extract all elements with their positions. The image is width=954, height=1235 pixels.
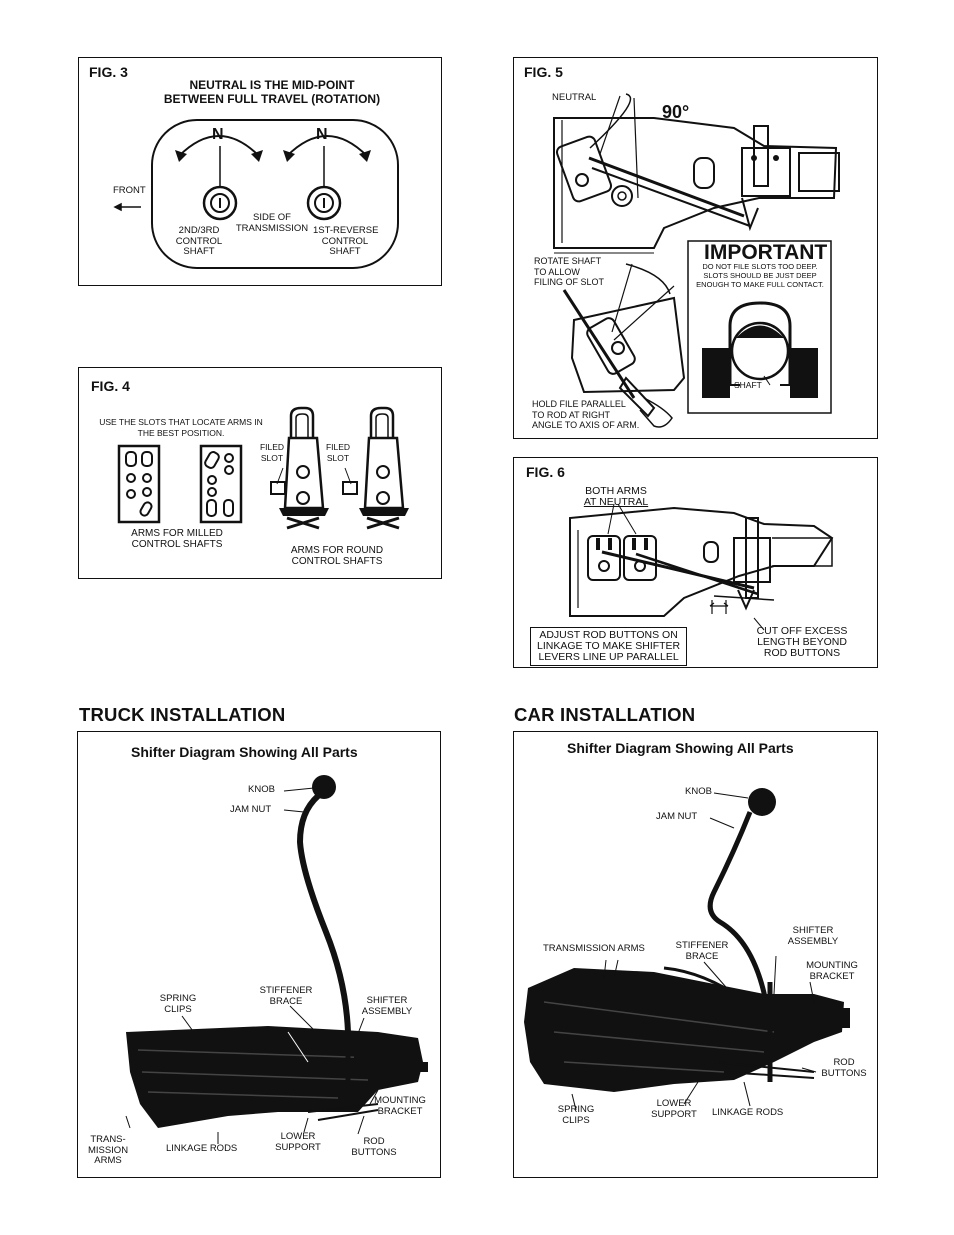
car-linkage-rods-label: LINKAGE RODS <box>712 1107 784 1118</box>
adjust-rod-buttons-note: ADJUST ROD BUTTONS ON LINKAGE TO MAKE SH… <box>530 627 688 666</box>
car-installation-heading: CAR INSTALLATION <box>514 704 696 725</box>
car-jam-nut-label: JAM NUT <box>656 811 698 822</box>
car-subtitle: Shifter Diagram Showing All Parts <box>567 740 794 756</box>
front-label: FRONT <box>113 185 146 196</box>
transmission-side-outline <box>151 119 399 269</box>
important-heading: IMPORTANT <box>704 241 828 264</box>
truck-knob <box>312 775 336 799</box>
milled-arm-1 <box>117 444 161 524</box>
car-transmission <box>524 968 844 1092</box>
filed-slot-label-2: FILED SLOT <box>325 442 351 463</box>
truck-shifter-assembly-label: SHIFTER ASSEMBLY <box>361 995 413 1017</box>
truck-transmission-arms-label: TRANS- MISSION ARMS <box>87 1134 129 1166</box>
cut-off-excess-label: CUT OFF EXCESS LENGTH BEYOND ROD BUTTONS <box>756 625 848 659</box>
n-mark-left: N <box>212 126 224 143</box>
arrow-left-icon <box>113 202 141 212</box>
truck-linkage-rods-label: LINKAGE RODS <box>166 1143 238 1154</box>
fig3-drawing <box>113 119 399 269</box>
truck-knob-label: KNOB <box>248 784 275 795</box>
shaft-1st-reverse-label: 1ST-REVERSE CONTROL SHAFT <box>313 225 379 257</box>
car-knob <box>748 788 776 816</box>
hold-file-label: HOLD FILE PARALLEL TO ROD AT RIGHT ANGLE… <box>532 399 640 430</box>
n-mark-right: N <box>316 126 328 143</box>
fig6-panel: FIG. 6 BOTH ARMS AT NEUTRAL ADJUST ROD B… <box>513 457 878 668</box>
car-lower-support-label: LOWER SUPPORT <box>651 1098 697 1120</box>
car-spring-clips-label: SPRING CLIPS <box>557 1104 595 1126</box>
fig4-note: USE THE SLOTS THAT LOCATE ARMS IN THE BE… <box>99 417 263 438</box>
round-arm-1 <box>289 406 315 438</box>
truck-installation-heading: TRUCK INSTALLATION <box>79 704 286 725</box>
truck-spring-clips-label: SPRING CLIPS <box>159 993 197 1015</box>
fig3-heading: NEUTRAL IS THE MID-POINT BETWEEN FULL TR… <box>163 78 381 106</box>
car-mounting-bracket-label: MOUNTING BRACKET <box>806 960 858 982</box>
truck-lower-support-label: LOWER SUPPORT <box>275 1131 321 1153</box>
milled-arm-2 <box>199 444 243 524</box>
car-shifter-assembly-label: SHIFTER ASSEMBLY <box>787 925 839 947</box>
shaft-label: SHAFT <box>734 380 762 390</box>
fig3-title: FIG. 3 <box>89 64 128 80</box>
car-drawing <box>524 788 850 1111</box>
round-arm-2 <box>369 406 395 438</box>
fig4-panel: FIG. 4 USE THE SLOTS THAT LOCATE ARMS IN… <box>78 367 442 579</box>
car-knob-label: KNOB <box>685 786 712 797</box>
shaft-2nd-3rd-label: 2ND/3RD CONTROL SHAFT <box>175 225 223 257</box>
fig3-panel: FIG. 3 NEUTRAL IS THE MID-POINT BETWEEN … <box>78 57 442 286</box>
truck-rod-buttons-label: ROD BUTTONS <box>351 1136 397 1158</box>
fig5-panel: FIG. 5 NEUTRAL 90° ROTATE SHAFT TO ALLOW… <box>513 57 878 439</box>
truck-drawing <box>125 775 428 1144</box>
fig4-title: FIG. 4 <box>91 378 130 394</box>
important-box <box>687 240 832 414</box>
fig5-title: FIG. 5 <box>524 64 563 80</box>
truck-mounting-bracket-label: MOUNTING BRACKET <box>374 1095 426 1117</box>
truck-jam-nut-label: JAM NUT <box>230 804 272 815</box>
important-note: DO NOT FILE SLOTS TOO DEEP. SLOTS SHOULD… <box>696 262 824 289</box>
milled-arms-label: ARMS FOR MILLED CONTROL SHAFTS <box>131 528 223 550</box>
rotate-shaft-label: ROTATE SHAFT TO ALLOW FILING OF SLOT <box>534 256 605 287</box>
round-arms-label: ARMS FOR ROUND CONTROL SHAFTS <box>290 545 384 567</box>
neutral-label: NEUTRAL <box>552 92 597 103</box>
truck-panel: Shifter Diagram Showing All Parts KNOB J… <box>77 731 441 1178</box>
filed-slot-label-1: FILED SLOT <box>259 442 285 463</box>
car-transmission-arms-label: TRANSMISSION ARMS <box>543 943 645 954</box>
truck-subtitle: Shifter Diagram Showing All Parts <box>131 744 358 760</box>
both-arms-label: BOTH ARMS AT NEUTRAL <box>583 485 649 508</box>
fig5-drawing <box>553 93 840 428</box>
car-stiffener-brace-label: STIFFENER BRACE <box>675 940 729 962</box>
fig6-title: FIG. 6 <box>526 464 565 480</box>
car-rod-buttons-label: ROD BUTTONS <box>821 1057 867 1079</box>
car-panel: Shifter Diagram Showing All Parts KNOB J… <box>513 731 878 1178</box>
fig4-drawing <box>117 406 409 530</box>
side-of-transmission-label: SIDE OF TRANSMISSION <box>235 212 309 234</box>
fig6-drawing <box>569 503 834 631</box>
truck-stiffener-brace-label: STIFFENER BRACE <box>259 985 313 1007</box>
angle-90-label: 90° <box>662 102 690 122</box>
